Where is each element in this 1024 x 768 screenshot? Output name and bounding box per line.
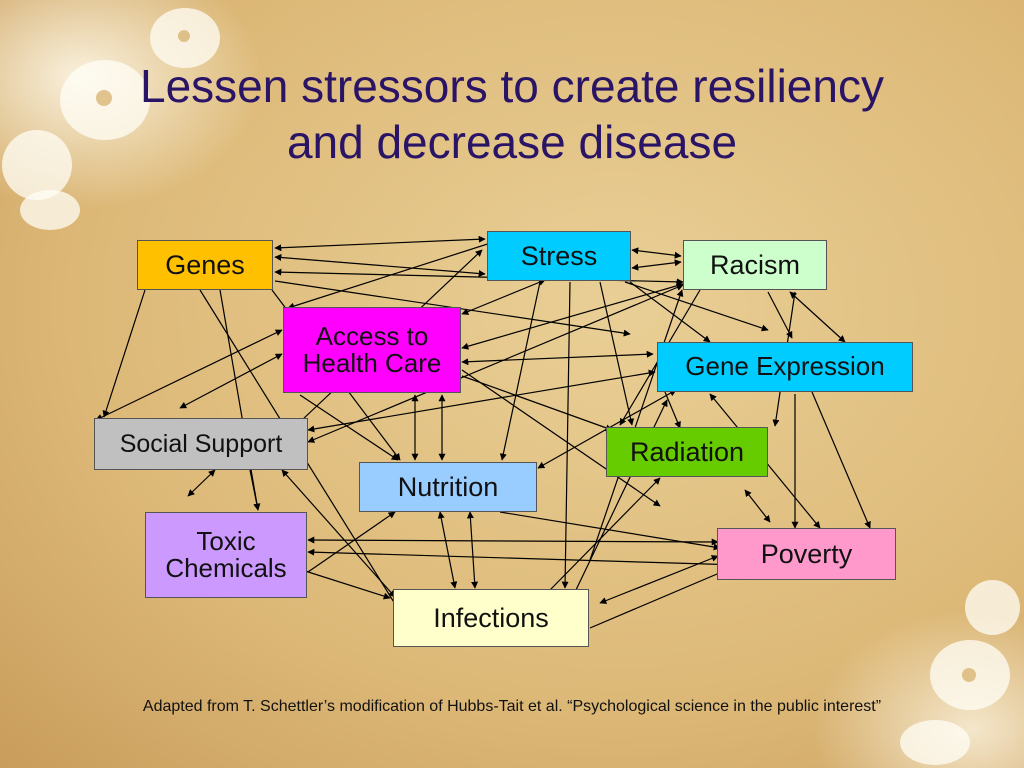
title-line-1: Lessen stressors to create resiliency bbox=[140, 60, 884, 112]
blossom-decoration bbox=[96, 90, 112, 106]
node-stress: Stress bbox=[487, 231, 631, 281]
connection-arrow bbox=[249, 469, 261, 511]
connection-arrow bbox=[561, 281, 571, 589]
connection-arrow bbox=[466, 511, 479, 589]
connection-arrow bbox=[499, 281, 541, 461]
node-social-support: Social Support bbox=[94, 418, 308, 470]
connection-arrow bbox=[461, 350, 654, 366]
title-line-2: and decrease disease bbox=[286, 116, 738, 168]
connection-arrow bbox=[281, 469, 396, 598]
node-nutrition: Nutrition bbox=[359, 462, 537, 512]
blossom-decoration bbox=[178, 30, 190, 42]
connection-arrow bbox=[179, 353, 283, 409]
source-caption: Adapted from T. Schettler’s modification… bbox=[142, 698, 882, 715]
connection-arrow bbox=[789, 291, 846, 343]
node-label-line-2: Chemicals bbox=[165, 553, 287, 583]
node-label: Genes bbox=[165, 249, 245, 280]
connection-arrow bbox=[274, 254, 486, 277]
connection-arrow bbox=[744, 489, 771, 523]
connection-arrow bbox=[301, 569, 391, 600]
connection-arrow bbox=[461, 282, 684, 350]
node-toxic-chemicals: Toxic Chemicals bbox=[145, 512, 307, 598]
connection-arrow bbox=[187, 469, 216, 497]
node-label: Infections bbox=[433, 602, 549, 633]
connection-arrow bbox=[95, 329, 283, 421]
connection-arrow bbox=[299, 394, 399, 461]
node-label: Radiation bbox=[629, 436, 745, 467]
blossom-decoration bbox=[900, 720, 970, 765]
node-label-line-2: Health Care bbox=[302, 348, 442, 378]
connection-arrow bbox=[287, 239, 501, 310]
node-label: Stress bbox=[520, 240, 598, 271]
connection-arrow bbox=[307, 548, 741, 569]
node-infections: Infections bbox=[393, 589, 589, 647]
node-label: Nutrition bbox=[397, 471, 499, 502]
connection-arrow bbox=[307, 511, 396, 573]
connection-arrow bbox=[664, 391, 681, 429]
node-genes: Genes bbox=[137, 240, 273, 290]
node-label-line-1: Access to bbox=[315, 320, 429, 351]
blossom-decoration bbox=[965, 580, 1020, 635]
connection-arrow bbox=[274, 235, 486, 252]
connection-arrow bbox=[437, 511, 458, 589]
connection-arrow bbox=[307, 536, 719, 546]
connection-arrow bbox=[499, 511, 721, 551]
blossom-decoration bbox=[2, 130, 72, 200]
node-label: Racism bbox=[709, 249, 800, 280]
node-label-line-1: Toxic bbox=[196, 525, 256, 556]
connection-arrow bbox=[811, 391, 871, 529]
connection-arrow bbox=[767, 291, 793, 339]
node-gene-expression: Gene Expression bbox=[657, 342, 913, 392]
connection-arrow bbox=[589, 289, 684, 561]
node-label: Gene Expression bbox=[685, 351, 885, 382]
slide-title: Lessen stressors to create resiliency an… bbox=[30, 58, 994, 170]
connection-arrow bbox=[307, 284, 684, 443]
connection-arrow bbox=[219, 289, 261, 511]
connection-arrow bbox=[599, 555, 719, 604]
blossom-decoration bbox=[962, 668, 976, 682]
node-label: Poverty bbox=[760, 538, 853, 569]
connection-arrow bbox=[631, 259, 682, 271]
connection-arrow bbox=[461, 279, 546, 315]
blossom-decoration bbox=[20, 190, 80, 230]
node-radiation: Radiation bbox=[606, 427, 768, 477]
node-access-to-health-care: Access to Health Care bbox=[283, 307, 461, 393]
connection-arrow bbox=[102, 289, 146, 418]
connection-arrow bbox=[631, 247, 682, 259]
node-label: Social Support bbox=[119, 429, 283, 458]
node-poverty: Poverty bbox=[717, 528, 896, 580]
connection-arrow bbox=[549, 477, 661, 591]
node-racism: Racism bbox=[683, 240, 827, 290]
